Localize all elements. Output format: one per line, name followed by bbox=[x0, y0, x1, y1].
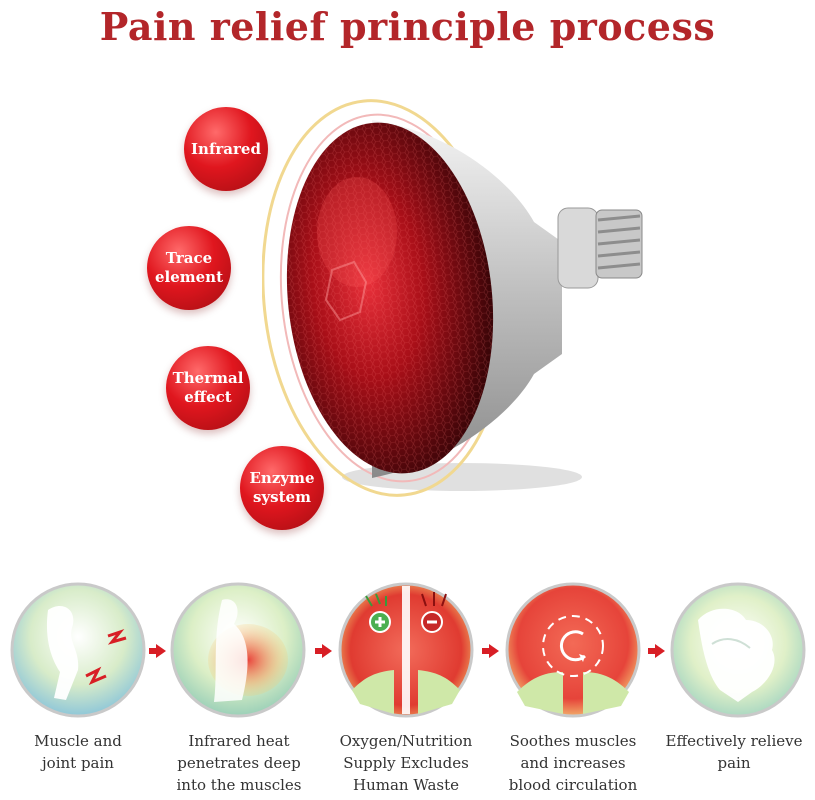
bulb-base-icon bbox=[595, 209, 643, 279]
arrow-right-icon bbox=[482, 644, 499, 658]
arrow-right-icon bbox=[149, 644, 166, 658]
step-caption-circulation: Soothes muscles and increases blood circ… bbox=[508, 732, 638, 794]
infrared-bulb-image bbox=[261, 92, 662, 512]
bubble-enzyme-system: Enzyme system bbox=[240, 446, 324, 530]
step-caption-relief: Effectively relieve pain bbox=[665, 732, 803, 772]
oxygen-supply-icon bbox=[336, 580, 476, 720]
arrow-right-icon bbox=[315, 644, 332, 658]
bubble-trace-element: Trace element bbox=[147, 226, 231, 310]
step-caption-heat-penetration: Infrared heat penetrates deep into the m… bbox=[176, 732, 302, 794]
bubble-thermal-effect: Thermal effect bbox=[166, 346, 250, 430]
arrow-right-icon bbox=[648, 644, 665, 658]
bubble-infrared: Infrared bbox=[184, 107, 268, 191]
step-caption-muscle-pain: Muscle and joint pain bbox=[34, 732, 122, 772]
heat-penetration-icon bbox=[168, 580, 308, 720]
page-title: Pain relief principle process bbox=[99, 4, 716, 49]
step-caption-oxygen-supply: Oxygen/Nutrition Supply Excludes Human W… bbox=[339, 732, 473, 794]
circulation-icon bbox=[503, 580, 643, 720]
relief-icon bbox=[668, 580, 808, 720]
muscle-pain-icon bbox=[8, 580, 148, 720]
